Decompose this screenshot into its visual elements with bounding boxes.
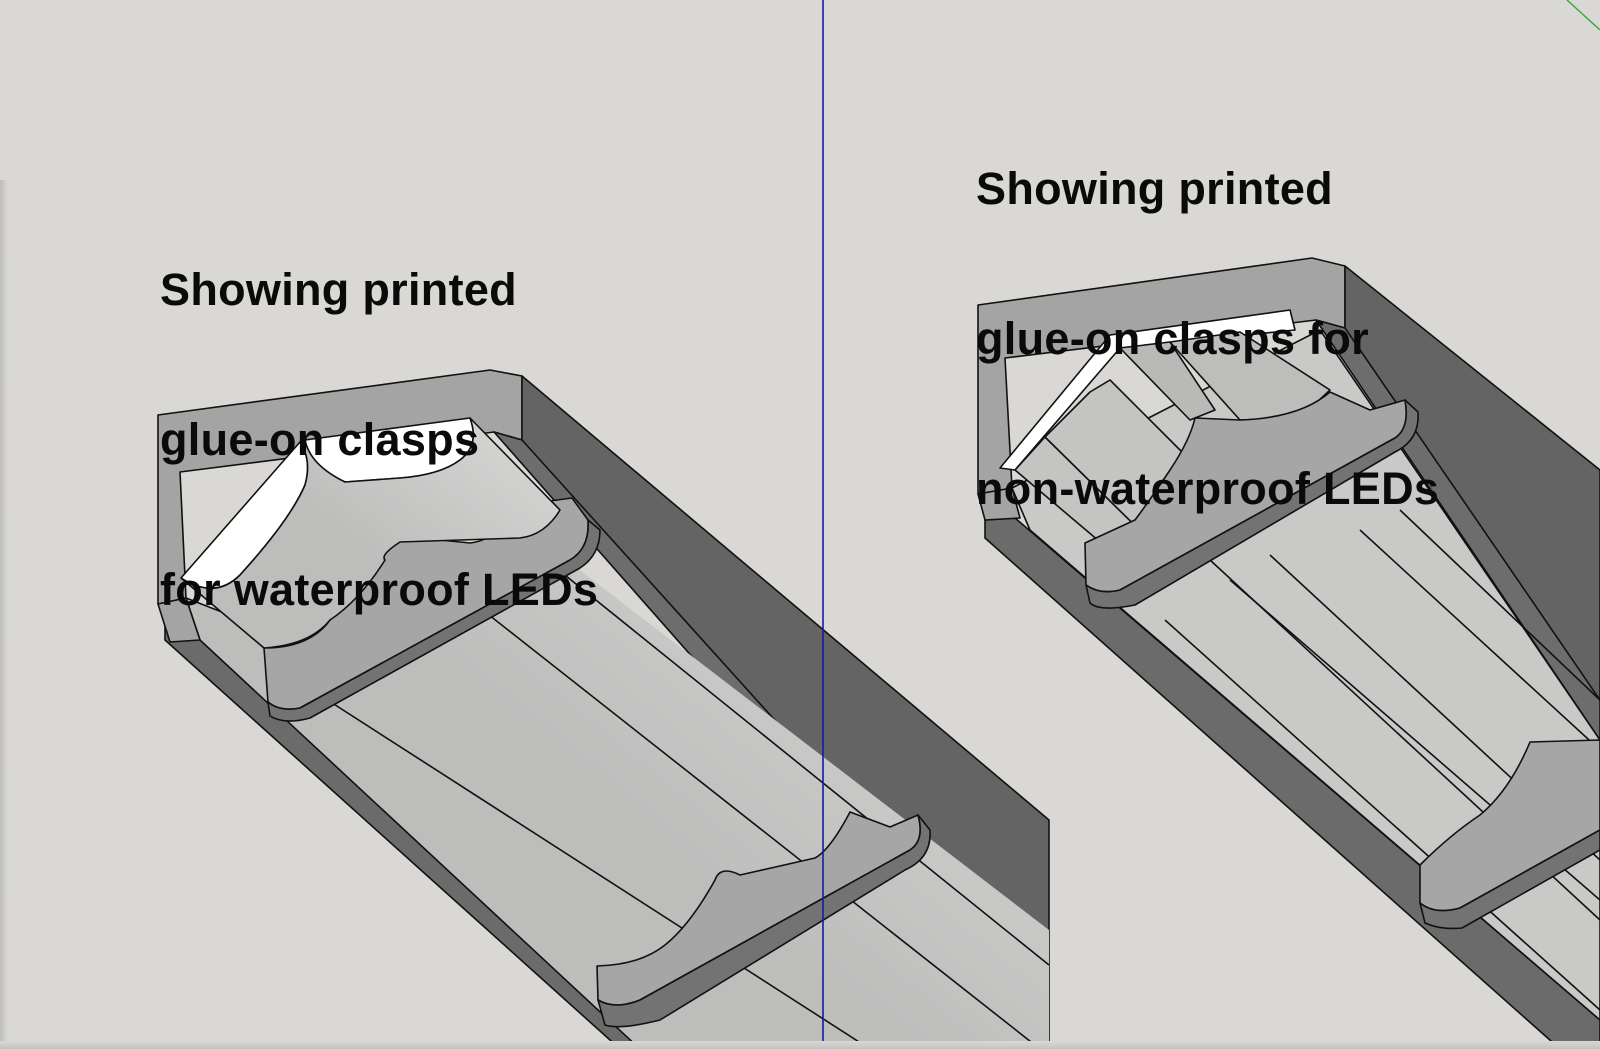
label-line: for waterproof LEDs bbox=[160, 564, 599, 615]
led-strip-edge bbox=[311, 689, 871, 1049]
model-waterproof[interactable] bbox=[157, 369, 1050, 1049]
label-line: Showing printed bbox=[976, 163, 1333, 214]
led-strip-body bbox=[300, 555, 1049, 1049]
model-non-waterproof[interactable] bbox=[977, 257, 1600, 1049]
label-line: Showing printed bbox=[160, 264, 517, 315]
led-strip-edge bbox=[1399, 509, 1600, 701]
channel-lip bbox=[977, 487, 1021, 521]
green-axis-line bbox=[1566, 0, 1600, 31]
led-strip-edge bbox=[469, 599, 1041, 1049]
label-line: glue-on clasps bbox=[160, 414, 480, 465]
clasp-2-front bbox=[1419, 829, 1600, 930]
viewport-edge-shadow bbox=[0, 1041, 1600, 1049]
channel-edge bbox=[539, 554, 1050, 966]
clasp-1-front bbox=[267, 519, 601, 722]
model-label-waterproof: Showing printed glue-on clasps for water… bbox=[160, 165, 598, 665]
clasp-1-saddle bbox=[180, 417, 561, 649]
model-label-non-waterproof: Showing printed glue-on clasps for non-w… bbox=[976, 64, 1439, 564]
label-line: non-waterproof LEDs bbox=[976, 463, 1440, 514]
led-strip-edge bbox=[1164, 619, 1600, 1011]
led-strip-edge bbox=[1359, 529, 1600, 751]
channel-lip bbox=[157, 597, 201, 643]
clasp-2-front bbox=[597, 814, 931, 1028]
clasp-1-block bbox=[1119, 341, 1216, 421]
clasp-1-front bbox=[1085, 399, 1419, 609]
label-line: glue-on clasps for bbox=[976, 313, 1369, 364]
viewport-edge-shadow bbox=[0, 180, 8, 1049]
